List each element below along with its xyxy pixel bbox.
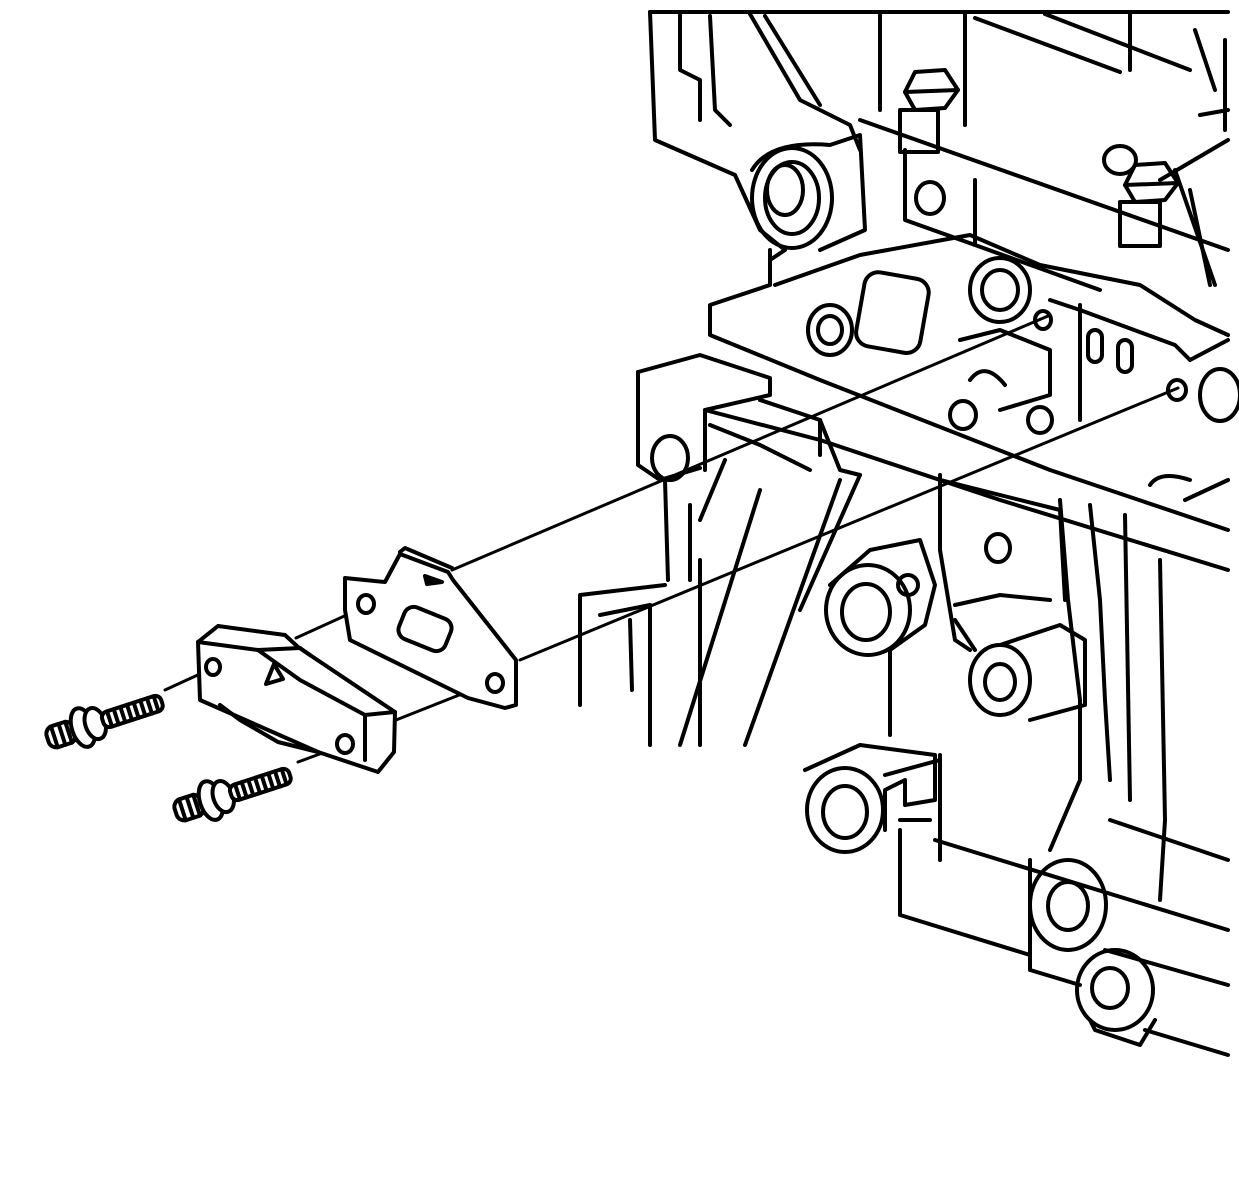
engine-block-icon: [578, 10, 1239, 1057]
bolt-upper-icon: [44, 693, 165, 750]
valve-body-icon: [196, 624, 397, 774]
bolt-lower-icon: [172, 766, 293, 823]
gasket-icon: [343, 546, 518, 710]
alignment-line-lower: [518, 386, 1180, 662]
alignment-line-upper: [450, 314, 1050, 572]
